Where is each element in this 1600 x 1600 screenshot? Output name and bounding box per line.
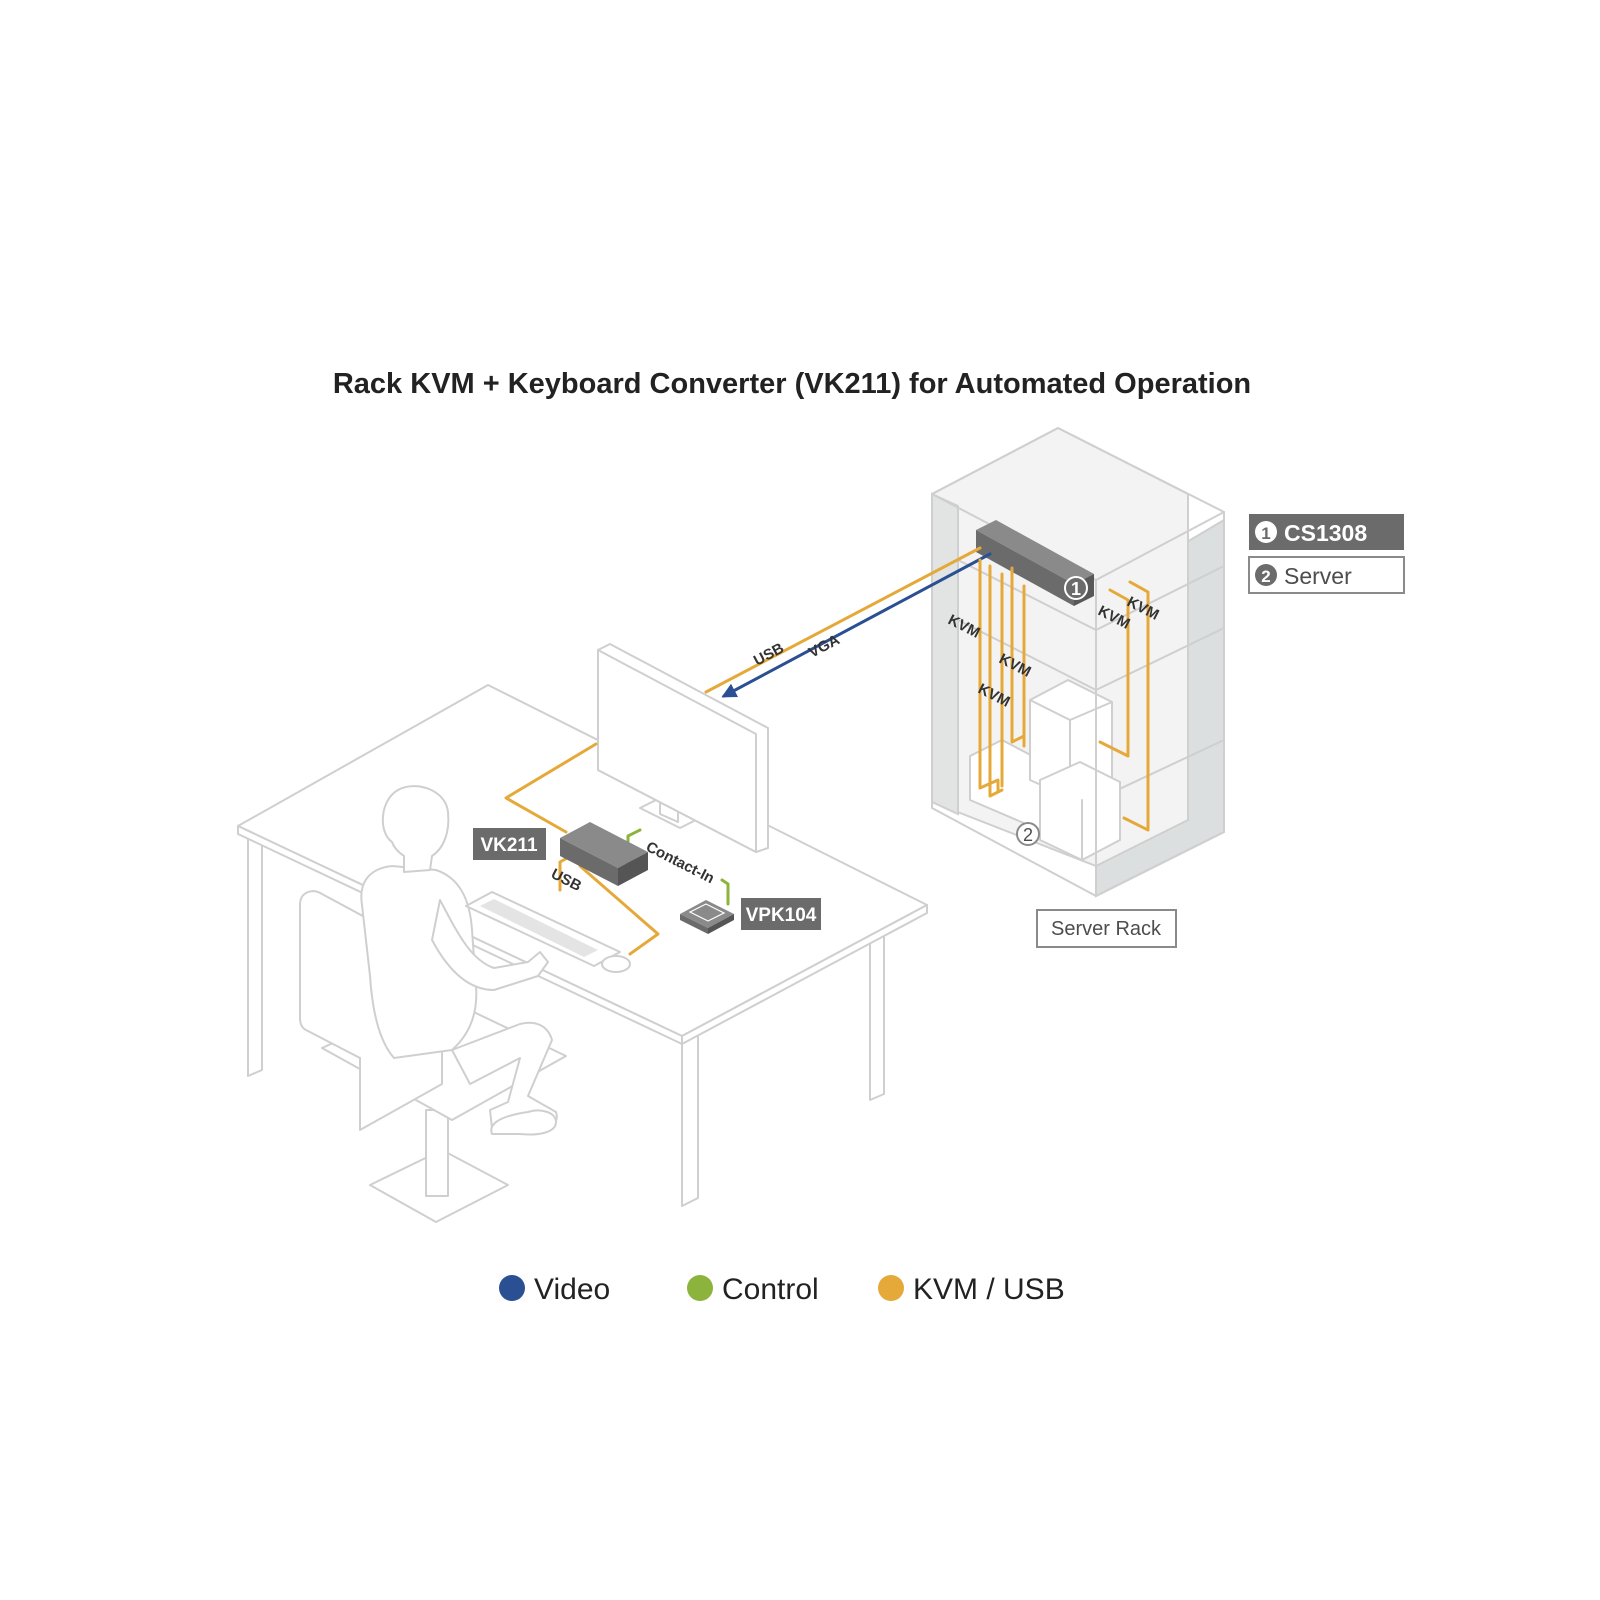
vpk104-side bbox=[708, 914, 734, 934]
legend: Video Control KVM / USB bbox=[499, 1273, 1065, 1306]
person-arm bbox=[431, 899, 549, 991]
vk211-front bbox=[560, 838, 618, 886]
person-legs bbox=[451, 1021, 558, 1130]
rack-shelf bbox=[1095, 565, 1225, 631]
mouse bbox=[601, 955, 631, 973]
legend-label: Control bbox=[722, 1273, 819, 1306]
cable-kvm-rack bbox=[988, 564, 1004, 798]
legend-swatch bbox=[878, 1275, 904, 1301]
legend-label: Video bbox=[534, 1273, 610, 1306]
legend-label: KVM / USB bbox=[913, 1273, 1065, 1306]
cable-kvm-rack-right bbox=[1122, 580, 1150, 832]
marker-server: 2 bbox=[1016, 822, 1040, 846]
cable-vga-monitor bbox=[721, 552, 992, 698]
server-rack bbox=[931, 426, 1225, 898]
monitor bbox=[597, 643, 769, 853]
vpk104-front bbox=[680, 914, 708, 934]
person bbox=[360, 785, 558, 1136]
person-head bbox=[381, 785, 450, 873]
rack-left-wall bbox=[931, 492, 959, 816]
legend-swatch bbox=[499, 1275, 525, 1301]
cable-contact-in-keypad bbox=[720, 878, 730, 906]
label-text: Server bbox=[1284, 563, 1352, 589]
legend-item-video: Video bbox=[499, 1273, 610, 1306]
desk-leg-front bbox=[681, 1025, 699, 1207]
diagram-title: Rack KVM + Keyboard Converter (VK211) fo… bbox=[333, 368, 1251, 400]
cable-kvm-desk bbox=[504, 742, 598, 834]
vk211-top bbox=[560, 822, 648, 868]
marker-number: 1 bbox=[1071, 579, 1081, 599]
legend-item-kvm-usb: KVM / USB bbox=[878, 1273, 1065, 1306]
marker-number: 2 bbox=[1023, 825, 1033, 845]
keyboard-keys bbox=[480, 899, 598, 957]
label-vk211: VK211 bbox=[473, 828, 546, 860]
desk-leg-left bbox=[247, 824, 263, 1077]
rack-shelf bbox=[1095, 627, 1225, 691]
vpk104-device bbox=[680, 900, 734, 934]
desk-top-edge-right bbox=[681, 904, 928, 1045]
vpk104-top bbox=[680, 900, 734, 928]
label-vpk104: VPK104 bbox=[741, 898, 821, 930]
server-box bbox=[1039, 761, 1121, 861]
label-text: CS1308 bbox=[1284, 520, 1367, 546]
cs1308-top bbox=[976, 520, 1094, 584]
vk211-device bbox=[560, 822, 648, 886]
label-cs1308: 1 CS1308 bbox=[1249, 514, 1404, 550]
cable-kvm-rack-right bbox=[1098, 588, 1130, 758]
desk-leg-right bbox=[869, 917, 885, 1101]
badge-number: 2 bbox=[1261, 567, 1270, 586]
vpk104-keys bbox=[688, 903, 726, 922]
marker-cs1308: 1 bbox=[1064, 576, 1088, 600]
vk211-side bbox=[618, 852, 648, 886]
legend-swatch bbox=[687, 1275, 713, 1301]
keyboard bbox=[465, 891, 621, 967]
person-foot bbox=[490, 1109, 557, 1136]
cable-usb-monitor bbox=[704, 546, 982, 694]
label-server-rack: Server Rack bbox=[1036, 909, 1177, 948]
chair-post bbox=[425, 1109, 449, 1197]
cs1308-front bbox=[976, 530, 1074, 606]
cable-kvm-rack bbox=[1010, 566, 1026, 744]
badge-number: 1 bbox=[1261, 524, 1270, 543]
label-server: 2 Server bbox=[1248, 556, 1405, 594]
label-text: VPK104 bbox=[746, 905, 817, 926]
monitor-screen bbox=[597, 649, 757, 853]
label-text: VK211 bbox=[480, 835, 537, 856]
label-text: Server Rack bbox=[1051, 918, 1162, 940]
legend-item-control: Control bbox=[687, 1273, 819, 1306]
